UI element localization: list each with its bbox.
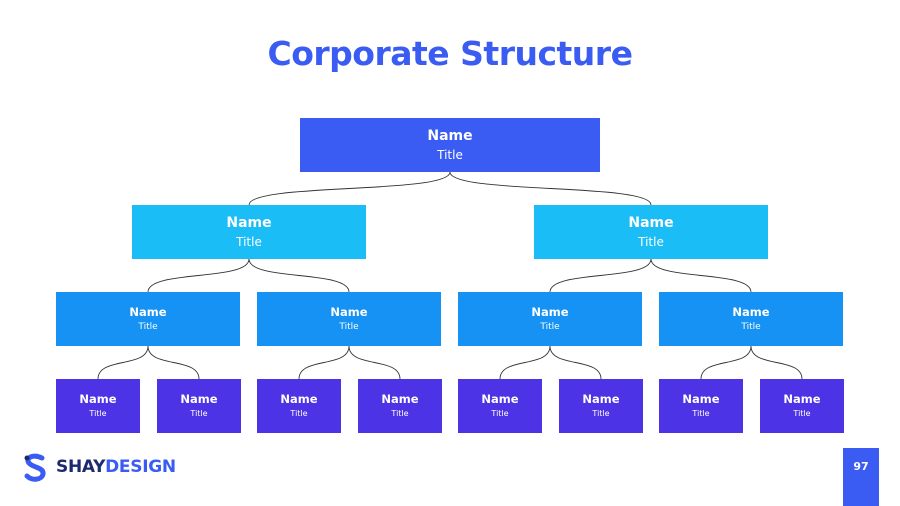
connector-line [348, 345, 401, 380]
node-title: Title [89, 409, 107, 419]
node-name: Name [381, 392, 419, 407]
logo-word-2: DESIGN [105, 457, 176, 477]
node-name: Name [582, 392, 620, 407]
connector-line [298, 345, 350, 380]
connector-line [750, 345, 803, 380]
node-title: Title [491, 409, 509, 419]
node-title: Title [638, 234, 664, 249]
node-name: Name [628, 214, 674, 231]
node-name: Name [129, 304, 167, 319]
node-title: Title [540, 321, 560, 332]
page-number: 97 [843, 448, 879, 506]
connector-line [549, 258, 652, 293]
node-title: Title [437, 147, 463, 162]
node-name: Name [330, 304, 368, 319]
node-title: Title [138, 321, 158, 332]
connector-line [449, 171, 652, 206]
node-title: Title [592, 409, 610, 419]
logo-wordmark: SHAYDESIGN [56, 457, 176, 477]
logo-word-1: SHAY [56, 457, 106, 477]
s-logo-icon [24, 453, 46, 482]
slide-title: Corporate Structure [267, 34, 633, 73]
node-title: Title [339, 321, 359, 332]
node-name: Name [732, 304, 770, 319]
node-title: Title [190, 409, 208, 419]
connector-line [650, 258, 752, 293]
connector-line [147, 345, 200, 380]
brand-logo: SHAYDESIGN [22, 452, 176, 482]
node-name: Name [531, 304, 569, 319]
node-name: Name [481, 392, 519, 407]
node-name: Name [280, 392, 318, 407]
connector-line [549, 345, 602, 380]
node-title: Title [236, 234, 262, 249]
node-name: Name [783, 392, 821, 407]
node-name: Name [226, 214, 272, 231]
node-name: Name [427, 127, 473, 144]
node-name: Name [180, 392, 218, 407]
node-title: Title [692, 409, 710, 419]
connector-line [700, 345, 752, 380]
node-name: Name [79, 392, 117, 407]
node-name: Name [682, 392, 720, 407]
node-title: Title [391, 409, 409, 419]
connector-line [248, 171, 451, 206]
node-title: Title [741, 321, 761, 332]
connector-line [147, 258, 250, 293]
connector-line [499, 345, 551, 380]
connector-line [97, 345, 149, 380]
connector-line [248, 258, 350, 293]
node-title: Title [793, 409, 811, 419]
node-title: Title [290, 409, 308, 419]
